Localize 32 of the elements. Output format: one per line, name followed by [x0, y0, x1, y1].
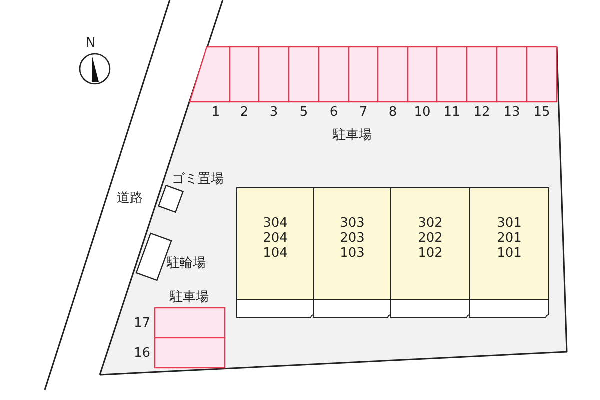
space-number: 7	[359, 105, 368, 120]
room-number: 203	[340, 231, 365, 246]
room-number: 304	[263, 216, 288, 231]
space-number: 8	[388, 105, 398, 120]
room-number: 204	[263, 231, 288, 246]
room-number: 202	[418, 231, 443, 246]
space-number: 5	[300, 105, 308, 120]
room-number: 101	[497, 246, 522, 261]
room-number: 201	[497, 231, 522, 246]
room-number: 104	[263, 246, 288, 261]
space-number: 16	[134, 346, 151, 361]
room-number: 103	[340, 246, 365, 261]
area-label: ゴミ置場	[172, 172, 224, 187]
north-label: N	[86, 36, 96, 51]
space-number: 6	[330, 105, 338, 120]
road-label: 道路	[117, 191, 143, 206]
space-number: 3	[270, 105, 278, 120]
room-number: 102	[418, 246, 443, 261]
space-number: 2	[240, 105, 249, 120]
space-number: 15	[534, 105, 550, 120]
room-number: 301	[497, 216, 522, 231]
space-number: 10	[414, 105, 431, 120]
room-number: 302	[418, 216, 443, 231]
space-number: 11	[444, 105, 460, 120]
space-number: 17	[134, 316, 151, 331]
area-label: 駐車場	[170, 290, 209, 305]
space-number: 13	[504, 105, 520, 120]
room-number: 303	[340, 216, 365, 231]
space-number: 12	[474, 105, 490, 120]
space-number: 1	[212, 105, 220, 120]
area-label: 駐輪場	[167, 256, 206, 271]
area-label: 駐車場	[333, 128, 372, 143]
